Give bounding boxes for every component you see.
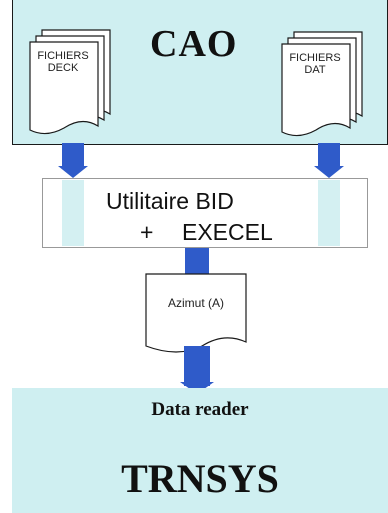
dat-files-label: FICHIERS DAT (282, 52, 348, 76)
dat-files-document-stack (281, 31, 363, 137)
dat-files-label-line1: FICHIERS (289, 52, 341, 64)
data-reader-label: Data reader (151, 399, 249, 420)
utility-box (42, 178, 368, 248)
utility-excel: EXECEL (182, 219, 273, 245)
trnsys-panel (12, 388, 388, 513)
dat-to-utility-connector (318, 143, 340, 169)
azimut-to-trnsys-connector (184, 346, 210, 386)
utility-left-tab (62, 180, 84, 246)
deck-files-document-stack (29, 29, 111, 135)
deck-to-utility-arrowhead (58, 166, 88, 178)
deck-files-label: FICHIERS DECK (30, 50, 96, 74)
utility-right-tab (318, 180, 340, 246)
dat-files-label-line2: DAT (304, 64, 326, 76)
azimut-document (145, 273, 247, 353)
dat-to-utility-arrowhead (314, 166, 344, 178)
deck-to-utility-connector (62, 143, 84, 169)
cao-title: CAO (150, 23, 238, 65)
deck-files-label-line1: FICHIERS (37, 50, 89, 62)
deck-files-label-line2: DECK (47, 62, 79, 74)
utility-to-azimut-connector (185, 248, 209, 274)
utility-title: Utilitaire BID (106, 188, 234, 214)
trnsys-title: TRNSYS (121, 456, 279, 501)
azimut-label: Azimut (A) (167, 296, 224, 310)
utility-plus: + (140, 219, 154, 245)
